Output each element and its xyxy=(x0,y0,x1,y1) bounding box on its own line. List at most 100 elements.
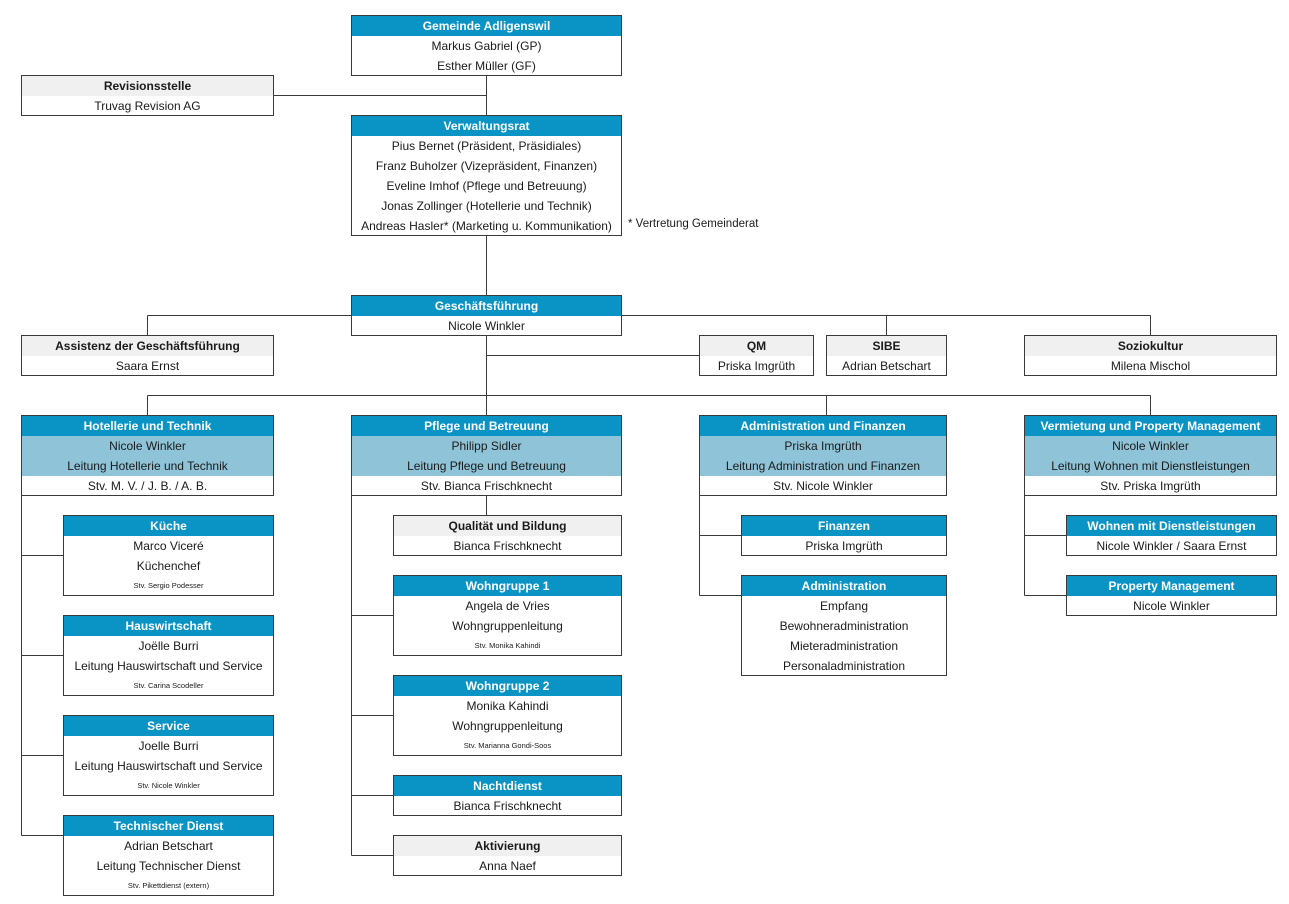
group1-title: Wohngruppe 1 xyxy=(394,576,621,596)
administration-item: Mieteradministration xyxy=(789,639,899,653)
dept-care-head: Philipp Sidler xyxy=(352,436,621,456)
dept-rental-deputy: Stv. Priska Imgrüth xyxy=(1100,479,1201,493)
assistant-title: Assistenz der Geschäftsführung xyxy=(22,336,273,356)
dept-rental-role: Leitung Wohnen mit Dienstleistungen xyxy=(1025,456,1276,476)
housekeeping-deputy: Stv. Carina Scodeller xyxy=(133,681,204,690)
dept-admin-head: Priska Imgrüth xyxy=(700,436,946,456)
sibe-title: SIBE xyxy=(827,336,946,356)
group2-role: Wohngruppenleitung xyxy=(452,719,563,733)
board-member: Pius Bernet (Präsident, Präsidiales) xyxy=(391,139,582,153)
service-title: Service xyxy=(64,716,273,736)
finance-box: Finanzen Priska Imgrüth xyxy=(741,515,947,556)
assistant-person: Saara Ernst xyxy=(115,359,180,373)
night-shift-title: Nachtdienst xyxy=(394,776,621,796)
gemeinde-secretary: Esther Müller (GF) xyxy=(437,59,536,73)
group1-head: Angela de Vries xyxy=(465,599,550,613)
service-head: Joelle Burri xyxy=(138,739,199,753)
board-member: Andreas Hasler* (Marketing u. Kommunikat… xyxy=(361,219,612,233)
quality-person: Bianca Frischknecht xyxy=(453,539,562,553)
assisted-living-box: Wohnen mit Dienstleistungen Nicole Winkl… xyxy=(1066,515,1277,556)
property-mgmt-person: Nicole Winkler xyxy=(1133,599,1210,613)
dept-hospitality-deputy: Stv. M. V. / J. B. / A. B. xyxy=(87,479,208,493)
activation-person: Anna Naef xyxy=(479,859,536,873)
administration-box: Administration Empfang Bewohneradministr… xyxy=(741,575,947,676)
group2-box: Wohngruppe 2 Monika Kahindi Wohngruppenl… xyxy=(393,675,622,756)
qm-box: QM Priska Imgrüth xyxy=(699,335,814,376)
management-box: Geschäftsführung Nicole Winkler xyxy=(351,295,622,336)
finance-title: Finanzen xyxy=(742,516,946,536)
management-person: Nicole Winkler xyxy=(448,319,525,333)
kitchen-box: Küche Marco Viceré Küchenchef Stv. Sergi… xyxy=(63,515,274,596)
housekeeping-title: Hauswirtschaft xyxy=(64,616,273,636)
dept-admin-deputy: Stv. Nicole Winkler xyxy=(773,479,873,493)
tech-service-title: Technischer Dienst xyxy=(64,816,273,836)
dept-hospitality-box: Hotellerie und Technik Nicole Winkler Le… xyxy=(21,415,274,496)
dept-care-role: Leitung Pflege und Betreuung xyxy=(352,456,621,476)
administration-title: Administration xyxy=(742,576,946,596)
dept-rental-title: Vermietung und Property Management xyxy=(1025,416,1276,436)
group1-role: Wohngruppenleitung xyxy=(452,619,563,633)
finance-person: Priska Imgrüth xyxy=(805,539,883,553)
dept-admin-title: Administration und Finanzen xyxy=(700,416,946,436)
administration-item: Personaladministration xyxy=(782,659,906,673)
property-mgmt-box: Property Management Nicole Winkler xyxy=(1066,575,1277,616)
sibe-box: SIBE Adrian Betschart xyxy=(826,335,947,376)
assisted-living-person: Nicole Winkler / Saara Ernst xyxy=(1096,539,1247,553)
sibe-person: Adrian Betschart xyxy=(842,359,931,373)
tech-service-deputy: Stv. Pikettdienst (extern) xyxy=(127,881,210,890)
dept-care-title: Pflege und Betreuung xyxy=(352,416,621,436)
board-member: Franz Buholzer (Vizepräsident, Finanzen) xyxy=(375,159,598,173)
kitchen-title: Küche xyxy=(64,516,273,536)
board-member: Eveline Imhof (Pflege und Betreuung) xyxy=(386,179,587,193)
sociocultural-person: Milena Mischol xyxy=(1110,359,1191,373)
gemeinde-president: Markus Gabriel (GP) xyxy=(431,39,542,53)
dept-rental-head: Nicole Winkler xyxy=(1025,436,1276,456)
service-role: Leitung Hauswirtschaft und Service xyxy=(74,759,263,773)
dept-hospitality-title: Hotellerie und Technik xyxy=(22,416,273,436)
qm-person: Priska Imgrüth xyxy=(717,359,796,373)
quality-box: Qualität und Bildung Bianca Frischknecht xyxy=(393,515,622,556)
qm-title: QM xyxy=(700,336,813,356)
assistant-box: Assistenz der Geschäftsführung Saara Ern… xyxy=(21,335,274,376)
service-box: Service Joelle Burri Leitung Hauswirtsch… xyxy=(63,715,274,796)
revision-box: Revisionsstelle Truvag Revision AG xyxy=(21,75,274,116)
administration-item: Bewohneradministration xyxy=(779,619,909,633)
kitchen-role: Küchenchef xyxy=(136,559,201,573)
sociocultural-title: Soziokultur xyxy=(1025,336,1276,356)
quality-title: Qualität und Bildung xyxy=(394,516,621,536)
night-shift-box: Nachtdienst Bianca Frischknecht xyxy=(393,775,622,816)
dept-hospitality-role: Leitung Hotellerie und Technik xyxy=(22,456,273,476)
tech-service-box: Technischer Dienst Adrian Betschart Leit… xyxy=(63,815,274,896)
housekeeping-box: Hauswirtschaft Joëlle Burri Leitung Haus… xyxy=(63,615,274,696)
group1-box: Wohngruppe 1 Angela de Vries Wohngruppen… xyxy=(393,575,622,656)
housekeeping-role: Leitung Hauswirtschaft und Service xyxy=(74,659,263,673)
dept-hospitality-head: Nicole Winkler xyxy=(22,436,273,456)
group2-title: Wohngruppe 2 xyxy=(394,676,621,696)
dept-admin-role: Leitung Administration und Finanzen xyxy=(700,456,946,476)
dept-care-deputy: Stv. Bianca Frischknecht xyxy=(420,479,553,493)
assisted-living-title: Wohnen mit Dienstleistungen xyxy=(1067,516,1276,536)
activation-box: Aktivierung Anna Naef xyxy=(393,835,622,876)
kitchen-head: Marco Viceré xyxy=(133,539,204,553)
tech-service-head: Adrian Betschart xyxy=(124,839,213,853)
board-title: Verwaltungsrat xyxy=(352,116,621,136)
tech-service-role: Leitung Technischer Dienst xyxy=(96,859,241,873)
property-mgmt-title: Property Management xyxy=(1067,576,1276,596)
service-deputy: Stv. Nicole Winkler xyxy=(137,781,200,790)
sociocultural-box: Soziokultur Milena Mischol xyxy=(1024,335,1277,376)
footnote: * Vertretung Gemeinderat xyxy=(628,218,759,230)
administration-item: Empfang xyxy=(819,599,869,613)
dept-admin-box: Administration und Finanzen Priska Imgrü… xyxy=(699,415,947,496)
group1-deputy: Stv. Monika Kahindi xyxy=(474,641,541,650)
group2-head: Monika Kahindi xyxy=(466,699,549,713)
gemeinde-title: Gemeinde Adligenswil xyxy=(352,16,621,36)
group2-deputy: Stv. Marianna Gondi-Soos xyxy=(463,741,552,750)
dept-rental-box: Vermietung und Property Management Nicol… xyxy=(1024,415,1277,496)
board-box: Verwaltungsrat Pius Bernet (Präsident, P… xyxy=(351,115,622,236)
revision-title: Revisionsstelle xyxy=(22,76,273,96)
kitchen-deputy: Stv. Sergio Podesser xyxy=(133,581,204,590)
housekeeping-head: Joëlle Burri xyxy=(138,639,199,653)
revision-auditor: Truvag Revision AG xyxy=(94,99,201,113)
dept-care-box: Pflege und Betreuung Philipp Sidler Leit… xyxy=(351,415,622,496)
